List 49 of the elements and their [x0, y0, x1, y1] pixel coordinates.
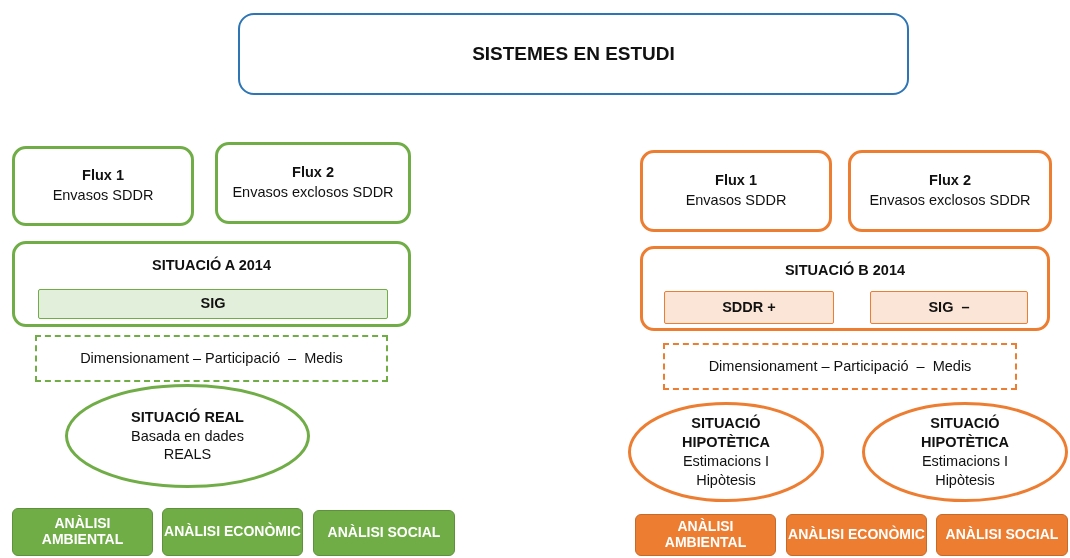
label: SDDR +: [722, 297, 776, 317]
analysis-box: [936, 514, 1068, 556]
analysis-box: [635, 514, 776, 556]
description: Estimacions I Hipòtesis: [920, 452, 1010, 490]
heading: Flux 1: [82, 166, 124, 186]
title-box: [238, 13, 909, 95]
label: ANÀLISI SOCIAL: [945, 527, 1059, 543]
label: ANÀLISI AMBIENTAL: [40, 516, 125, 548]
label: SITUACIÓ A 2014: [152, 256, 271, 275]
analysis-box: [162, 508, 303, 556]
situation-ellipse: [862, 402, 1068, 502]
label: ANÀLISI ECONÒMIC: [164, 524, 301, 540]
analysis-box: [12, 508, 153, 556]
situation-box: [640, 246, 1050, 331]
system-box: [38, 289, 388, 319]
description: Envasos SDDR: [685, 191, 787, 210]
flow-box: [848, 150, 1052, 232]
system-box: [870, 291, 1028, 324]
analysis-box: [313, 510, 455, 556]
system-box: [664, 291, 834, 324]
label: Dimensionament – Participació – Medis: [80, 348, 343, 368]
description: Envasos SDDR: [52, 186, 154, 205]
heading: SITUACIÓ HIPOTÈTICA: [920, 414, 1010, 452]
label: ANÀLISI AMBIENTAL: [663, 519, 748, 551]
heading: Flux 2: [929, 171, 971, 191]
flow-box: [12, 146, 194, 226]
analysis-box: [786, 514, 927, 556]
heading: Flux 1: [715, 171, 757, 191]
situation-box: [12, 241, 411, 327]
label: ANÀLISI SOCIAL: [327, 525, 441, 541]
description: Envasos exclosos SDDR: [869, 191, 1031, 210]
description: Envasos exclosos SDDR: [232, 183, 394, 202]
label: SIG: [200, 294, 226, 314]
description: Estimacions I Hipòtesis: [681, 452, 771, 490]
description: Basada en dades REALS: [130, 426, 245, 465]
flow-box: [215, 142, 411, 224]
label: SISTEMES EN ESTUDI: [472, 42, 675, 67]
heading: Flux 2: [292, 163, 334, 183]
label: ANÀLISI ECONÒMIC: [788, 527, 925, 543]
situation-ellipse: [628, 402, 824, 502]
situation-ellipse: [65, 384, 310, 488]
label: SITUACIÓ B 2014: [784, 261, 906, 280]
label: Dimensionament – Participació – Medis: [708, 356, 972, 376]
parameters-box: [35, 335, 388, 382]
heading: SITUACIÓ REAL: [131, 407, 244, 427]
flow-box: [640, 150, 832, 232]
parameters-box: [663, 343, 1017, 390]
heading: SITUACIÓ HIPOTÈTICA: [681, 414, 771, 452]
label: SIG –: [928, 297, 970, 317]
